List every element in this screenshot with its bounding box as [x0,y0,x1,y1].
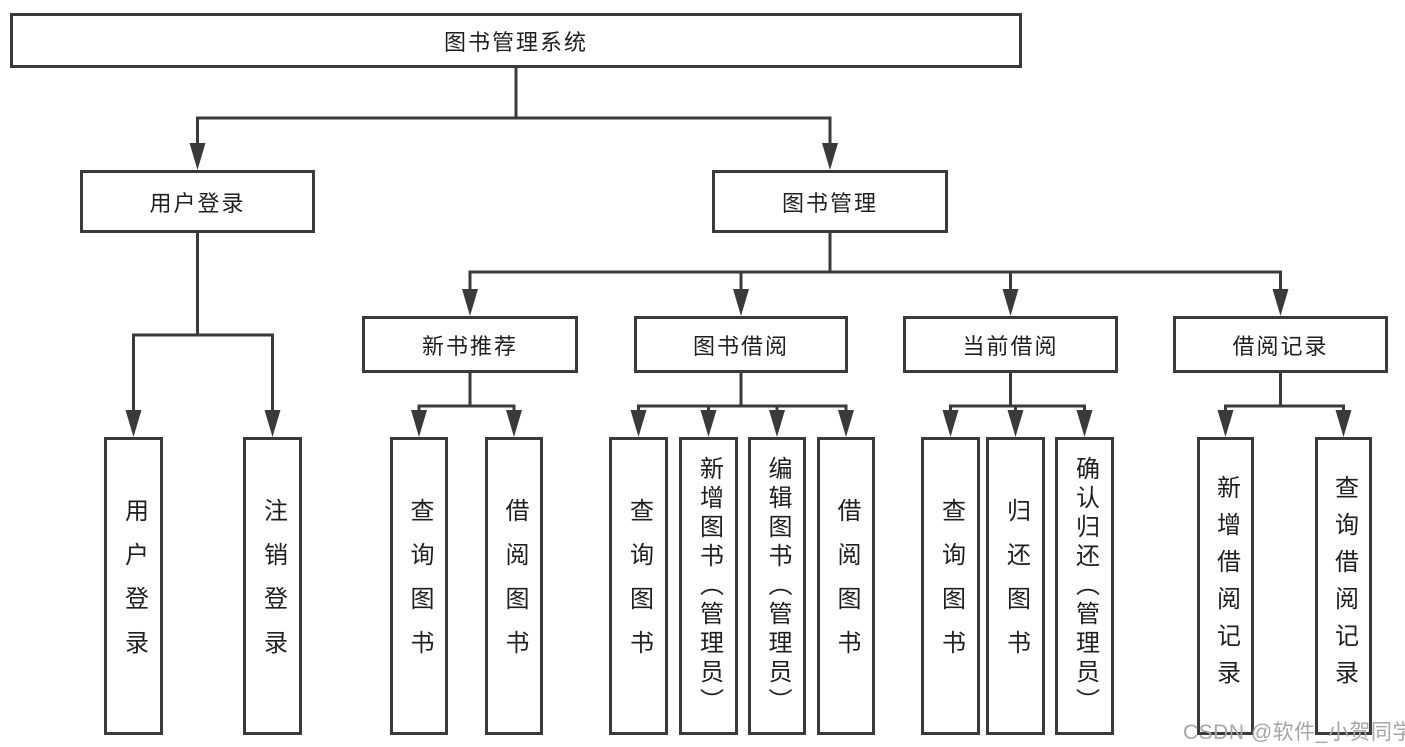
node-label: 查询图书 [406,498,433,674]
leaf-query-borrow-record: 查询借阅记录 [1315,437,1372,735]
leaf-add-borrow-record: 新增借阅记录 [1197,437,1254,735]
node-library-management-system: 图书管理系统 [10,13,1022,68]
node-label: 图书管理 [781,190,878,216]
leaf-user-login: 用户登录 [104,437,163,735]
leaf-edit-book-admin: 编辑图书（管理员） [748,437,806,735]
node-label: 新增借阅记录 [1212,475,1240,697]
node-label: 借阅记录 [1232,333,1329,359]
node-label: 图书借阅 [692,333,789,359]
leaf-query-books-recommendation: 查询图书 [390,437,448,735]
node-label: 确认归还（管理员） [1071,455,1099,717]
connector-book-management-to-level3 [462,231,1289,316]
node-label: 查询图书 [625,498,653,674]
node-label: 注销登录 [259,498,287,674]
node-label: 用户登录 [149,190,246,216]
node-label: 借阅图书 [501,498,528,674]
node-label: 用户登录 [120,498,148,674]
node-current-borrowing: 当前借阅 [903,316,1118,373]
node-label: 查询图书 [937,498,965,674]
connector-root-to-level2 [189,66,838,170]
node-label: 新书推荐 [421,333,518,359]
node-label: 图书管理系统 [443,29,588,55]
node-label: 查询借阅记录 [1330,475,1358,697]
leaf-logout: 注销登录 [243,437,302,735]
connector-book-borrowing-to-leaves [630,371,854,437]
connector-user-login-to-leaves [125,231,281,437]
leaf-add-book-admin: 新增图书（管理员） [679,437,738,735]
leaf-query-books-current: 查询图书 [921,437,980,735]
node-label: 编辑图书（管理员） [764,455,791,717]
node-label: 当前借阅 [962,333,1059,359]
node-book-borrowing: 图书借阅 [634,316,848,373]
leaf-confirm-return-admin: 确认归还（管理员） [1055,437,1114,735]
node-new-book-recommendation: 新书推荐 [362,316,578,373]
node-label: 借阅图书 [833,498,860,674]
node-label: 新增图书（管理员） [695,455,723,717]
node-book-management: 图书管理 [712,170,948,233]
node-label: 归还图书 [1002,498,1030,674]
csdn-watermark: CSDN @软件_小贺同学 [1183,721,1405,744]
connector-new-book-recommendation-to-leaves [411,371,522,437]
leaf-return-books: 归还图书 [986,437,1045,735]
connector-current-borrowing-to-leaves [942,371,1093,437]
leaf-query-books-borrowing: 查询图书 [609,437,668,735]
node-borrowing-records: 借阅记录 [1173,316,1388,373]
connector-borrowing-records-to-leaves [1217,371,1352,437]
leaf-borrow-books-borrowing: 借阅图书 [817,437,875,735]
node-user-login: 用户登录 [80,170,315,233]
leaf-borrow-books-recommendation: 借阅图书 [485,437,543,735]
